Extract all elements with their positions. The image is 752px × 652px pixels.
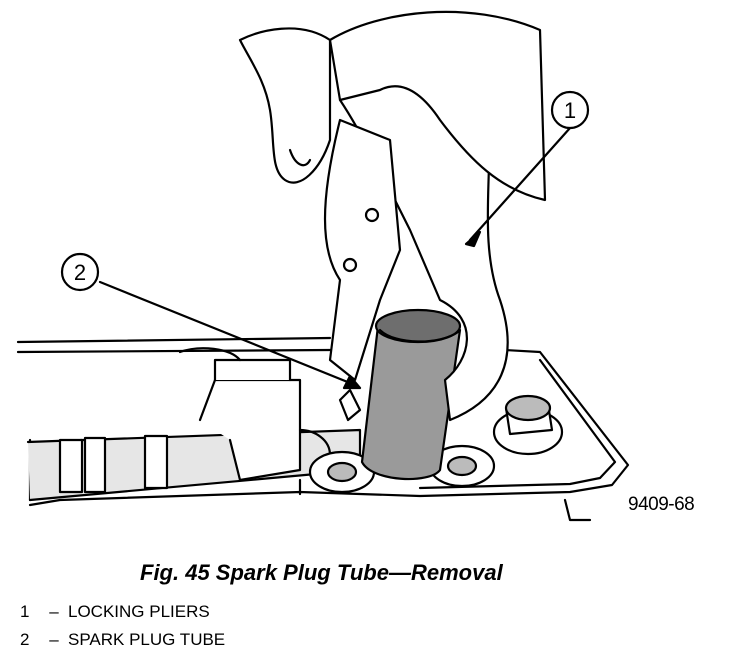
legend-label: SPARK PLUG TUBE bbox=[68, 630, 226, 649]
spark-plug-tube bbox=[360, 308, 462, 481]
legend-number: 2 bbox=[20, 630, 30, 649]
cylinder-head-plate bbox=[16, 336, 630, 522]
bolt-right bbox=[428, 444, 496, 488]
callout-number-2: 2 bbox=[74, 260, 86, 285]
legend-dash: – bbox=[49, 630, 59, 649]
legend-item: 1 – LOCKING PLIERS bbox=[20, 602, 210, 622]
hand bbox=[238, 10, 547, 202]
camshaft-assembly bbox=[26, 347, 362, 502]
callout-circle-1 bbox=[550, 90, 590, 130]
callout-number-1: 1 bbox=[564, 98, 576, 123]
figure-id: 9409-68 bbox=[628, 494, 695, 515]
bolt-left bbox=[308, 450, 376, 494]
legend-item: 2 – SPARK PLUG TUBE bbox=[20, 630, 225, 650]
callout-circle-2 bbox=[60, 252, 100, 292]
legend-label: LOCKING PLIERS bbox=[68, 602, 210, 621]
bolt-rear bbox=[492, 394, 564, 456]
spark-plug-tube-removal-illustration: 1 2 bbox=[16, 10, 630, 522]
legend-number: 1 bbox=[20, 602, 30, 621]
leader-arrow-1 bbox=[464, 230, 482, 248]
legend-dash: – bbox=[49, 602, 59, 621]
leader-arrow-2 bbox=[342, 374, 362, 390]
leader-line-2 bbox=[98, 280, 357, 387]
figure-caption: Fig. 45 Spark Plug Tube—Removal bbox=[140, 560, 503, 585]
leader-line-1 bbox=[468, 126, 572, 242]
